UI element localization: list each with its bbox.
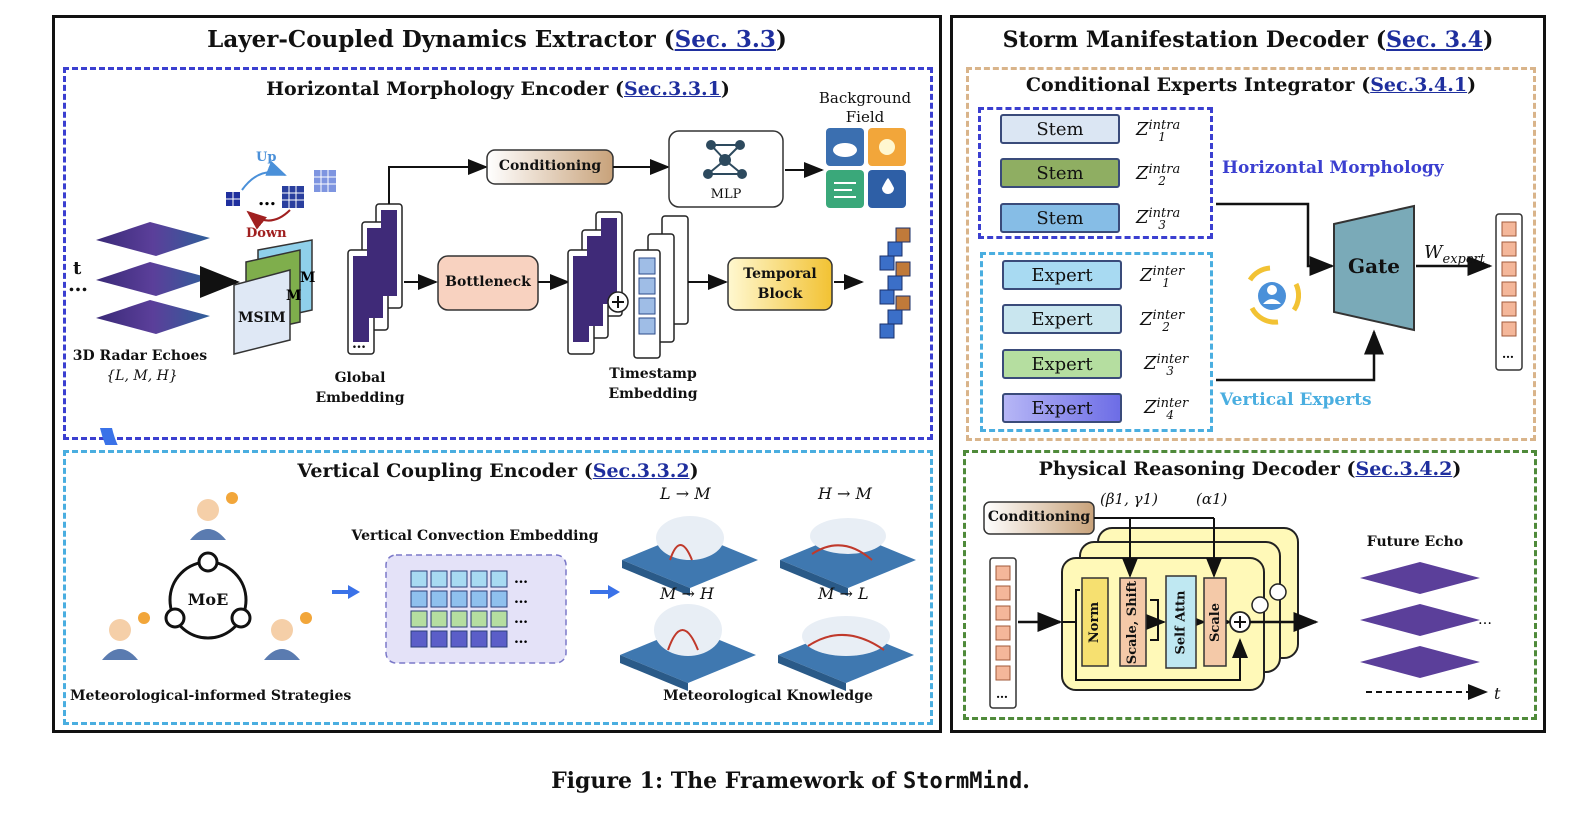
experts-region	[980, 252, 1213, 432]
svg-text:…: …	[1478, 612, 1492, 628]
alpha-label: (α1)	[1196, 490, 1228, 508]
gate-label: Gate	[1347, 254, 1400, 278]
timestamp-label-2: Embedding	[608, 386, 698, 402]
norm-block: Norm	[1087, 601, 1103, 643]
background-label-1: Background	[818, 89, 912, 107]
expert-2: Expert	[1002, 304, 1122, 334]
z-intra-3: Zintra3	[1136, 206, 1181, 232]
svg-text:…: …	[514, 571, 528, 587]
expert-1: Expert	[1002, 260, 1122, 290]
transition-l-m: L → M	[660, 484, 711, 503]
knowledge-label: Meteorological Knowledge	[663, 688, 873, 704]
svg-text:M: M	[300, 270, 316, 286]
conditioning-label: Conditioning	[498, 158, 602, 174]
decoder-region	[963, 450, 1537, 720]
vertical-encoder-diagram: … … … …	[102, 492, 916, 691]
vertical-encoder-region	[63, 450, 933, 725]
horizontal-encoder-title: Horizontal Morphology Encoder (Sec.3.3.1…	[266, 78, 730, 100]
vertical-experts-label: Vertical Experts	[1220, 390, 1372, 410]
expert-avatars	[102, 492, 312, 660]
stems-region	[978, 107, 1213, 239]
svg-text:M: M	[286, 288, 302, 304]
stem-2: Stem	[1000, 158, 1120, 188]
temporal-label-2: Block	[757, 286, 803, 302]
background-label-2: Field	[845, 108, 885, 126]
scale-shift-block: Scale, Shift	[1125, 580, 1141, 664]
svg-text:…: …	[514, 591, 528, 607]
mlp-label: MLP	[710, 187, 742, 202]
expert-3: Expert	[1002, 349, 1122, 379]
stem-3: Stem	[1000, 203, 1120, 233]
radar-ellipsis: …	[68, 272, 88, 296]
horizontal-morphology-label: Horizontal Morphology	[1222, 158, 1444, 178]
decoder-title: Physical Reasoning Decoder (Sec.3.4.2)	[1038, 458, 1462, 480]
horizontal-encoder-region	[63, 67, 933, 440]
bottleneck-label: Bottleneck	[445, 274, 531, 290]
timestamp-label-1: Timestamp	[609, 366, 697, 382]
strategies-label: Meteorological-informed Strategies	[70, 688, 352, 704]
transition-m-h: M → H	[660, 584, 714, 603]
integrator-diagram: …	[1216, 202, 1523, 382]
integrator-title: Conditional Experts Integrator (Sec.3.4.…	[1025, 74, 1477, 96]
global-embedding-ellipsis: …	[352, 336, 366, 352]
right-panel-title: Storm Manifestation Decoder (Sec. 3.4)	[1002, 27, 1494, 53]
figure-caption: Figure 1: The Framework of StormMind.	[551, 768, 1030, 794]
future-echo-label: Future Echo	[1366, 534, 1464, 550]
svg-text:…: …	[258, 189, 276, 210]
left-panel-title: Layer-Coupled Dynamics Extractor (Sec. 3…	[207, 26, 787, 53]
z-intra-1: Zintra1	[1136, 118, 1181, 144]
svg-text:…: …	[996, 687, 1008, 701]
z-inter-4: Zinter4	[1144, 396, 1189, 422]
self-attn-block: Self Attn	[1173, 589, 1189, 655]
right-panel	[950, 15, 1546, 733]
stem-1: Stem	[1000, 114, 1120, 144]
svg-text:…: …	[514, 631, 528, 647]
global-label-1: Global	[334, 370, 386, 386]
scale-block: Scale	[1207, 602, 1223, 642]
msim-label: MSIM	[238, 310, 286, 326]
z-inter-3: Zinter3	[1144, 352, 1189, 378]
transition-m-l: M → L	[818, 584, 869, 603]
embedding-label: Vertical Convection Embedding	[351, 528, 599, 544]
integrator-region	[966, 67, 1536, 441]
vertical-encoder-title: Vertical Coupling Encoder (Sec.3.3.2)	[297, 460, 699, 482]
decoder-t-label: t	[1494, 684, 1501, 703]
global-label-2: Embedding	[315, 390, 405, 406]
radar-label: 3D Radar Echoes	[72, 348, 208, 364]
up-label: Up	[256, 150, 277, 165]
left-panel	[52, 15, 942, 733]
t-label: t	[73, 258, 82, 279]
decoder-conditioning-label: Conditioning	[987, 509, 1091, 525]
radar-sets: {L, M, H}	[106, 368, 178, 384]
temporal-label-1: Temporal	[743, 266, 817, 282]
svg-text:…: …	[514, 611, 528, 627]
expert-4: Expert	[1002, 393, 1122, 423]
z-inter-2: Zinter2	[1140, 308, 1185, 334]
left-panel-ref: Sec. 3.3	[674, 26, 776, 53]
storm-tiles	[620, 516, 916, 691]
z-intra-2: Zintra2	[1136, 162, 1181, 188]
horizontal-encoder-diagram: M M …	[96, 128, 911, 445]
down-label: Down	[246, 226, 287, 241]
transition-h-m: H → M	[818, 484, 872, 503]
radar-layers	[96, 222, 210, 334]
decoder-diagram: … …	[983, 501, 1492, 709]
z-inter-1: Zinter1	[1140, 264, 1185, 290]
moe-label: MoE	[187, 590, 229, 609]
beta-gamma-label: (β1, γ1)	[1100, 490, 1158, 508]
svg-text:…: …	[1502, 347, 1514, 361]
w-expert-label: Wexpert	[1424, 242, 1485, 267]
